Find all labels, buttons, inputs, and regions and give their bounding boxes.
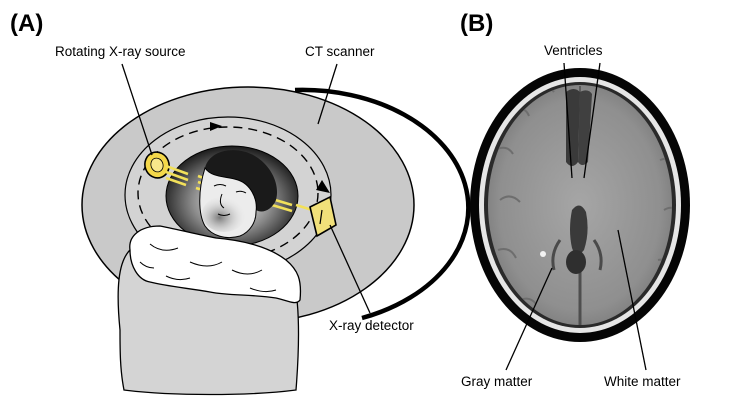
- leader-gray-matter: [505, 267, 553, 371]
- callout-xray-source: Rotating X-ray source: [55, 44, 186, 59]
- callout-xray-detector: X-ray detector: [329, 318, 414, 333]
- panel-b: (B): [460, 10, 690, 389]
- panel-b-label: (B): [460, 10, 493, 37]
- patient-blanket: [117, 225, 302, 396]
- callout-white-matter: White matter: [604, 374, 681, 389]
- patient-illustration: [199, 150, 278, 239]
- xray-source-icon: [144, 151, 170, 179]
- leader-xray-source: [121, 63, 153, 156]
- leader-ventricles-right: [583, 62, 601, 179]
- callout-ventricles: Ventricles: [544, 43, 603, 58]
- leader-ventricles-left: [563, 62, 573, 179]
- xray-detector-icon: [309, 195, 337, 238]
- ct-brain-scan: [470, 68, 690, 342]
- panel-a: (A): [10, 10, 471, 396]
- leader-white-matter: [617, 229, 647, 371]
- leader-ct-scanner: [317, 63, 338, 125]
- panel-a-label: (A): [10, 10, 43, 37]
- callout-gray-matter: Gray matter: [461, 374, 533, 389]
- leader-xray-detector: [329, 224, 371, 314]
- callout-ct-scanner: CT scanner: [305, 44, 375, 59]
